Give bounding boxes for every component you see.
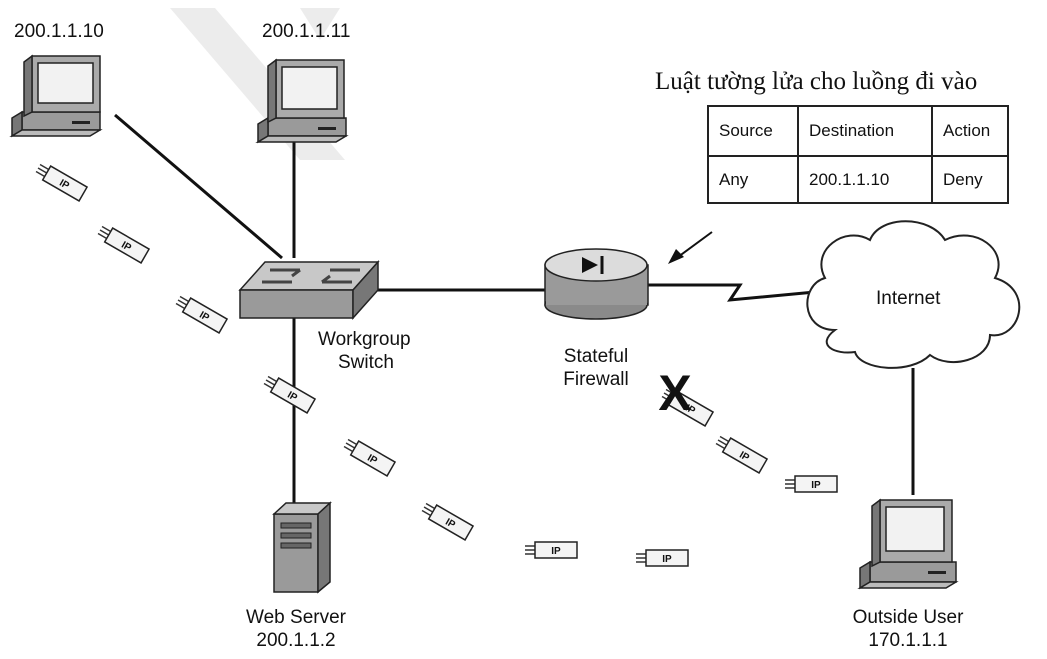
links — [114, 113, 915, 505]
rule-cell-action: Deny — [931, 155, 1009, 204]
ip-packet-label: IP — [811, 480, 821, 491]
ip-packet-icon: IP — [97, 225, 151, 264]
internet-label: Internet — [876, 288, 941, 309]
web-server-name: Web Server — [246, 607, 346, 628]
rule-table-row: Any 200.1.1.10 Deny — [707, 155, 1009, 204]
outside-user-label: Outside User 170.1.1.1 — [838, 606, 978, 652]
rule-header-destination: Destination — [797, 105, 933, 157]
switch-label-line1: Workgroup — [318, 329, 411, 350]
blocked-x-mark: X — [658, 365, 691, 421]
ip-packet-label: IP — [662, 554, 672, 565]
link-firewall-internet — [648, 283, 816, 302]
ip-packet-icon: IP — [343, 438, 397, 477]
ip-packet-icon: IP — [525, 541, 578, 559]
computer-host-b-icon — [255, 58, 349, 144]
ip-packet-icon: IP — [715, 435, 769, 474]
switch-label: Workgroup Switch — [318, 328, 411, 374]
ip-packet-icon: IP — [263, 375, 317, 414]
firewall-label-line2: Firewall — [563, 369, 629, 390]
switch-icon — [238, 260, 380, 320]
rule-title: Luật tường lửa cho luồng đi vào — [655, 68, 978, 95]
computer-outside-user-icon — [857, 498, 959, 590]
host-b-label: 200.1.1.11 — [262, 21, 351, 42]
ip-packet-icon: IP — [661, 388, 715, 427]
rule-table-header-row: Source Destination Action — [707, 105, 1009, 157]
rule-cell-source: Any — [707, 155, 799, 204]
ip-packet-icon: IP — [421, 502, 475, 541]
switch-label-line2: Switch — [338, 352, 394, 373]
ip-packet-icon: IP — [785, 475, 838, 493]
firewall-rule-table: Source Destination Action Any 200.1.1.10… — [707, 105, 1009, 204]
computer-host-a-icon — [9, 54, 103, 138]
firewall-label: Stateful Firewall — [550, 345, 642, 391]
outside-user-ip: 170.1.1.1 — [868, 630, 948, 651]
web-server-label: Web Server 200.1.1.2 — [238, 606, 354, 652]
ip-packet-icon: IP — [175, 295, 229, 334]
outside-user-name: Outside User — [852, 607, 964, 628]
rule-header-source: Source — [707, 105, 799, 157]
rule-header-action: Action — [931, 105, 1009, 157]
ip-packet-icon: IP — [35, 163, 89, 202]
web-server-ip: 200.1.1.2 — [256, 630, 336, 651]
host-a-label: 200.1.1.10 — [14, 21, 104, 42]
firewall-label-line1: Stateful — [563, 346, 629, 367]
watermark-shape-2 — [300, 8, 340, 40]
rule-arrow — [668, 231, 713, 264]
ip-packet-icon: IP — [636, 549, 689, 567]
link-host-a-switch — [114, 113, 283, 260]
web-server-icon — [272, 501, 332, 594]
ip-packet-label: IP — [551, 546, 561, 557]
internet-cloud-icon — [806, 220, 1021, 369]
rule-cell-destination: 200.1.1.10 — [797, 155, 933, 204]
firewall-icon — [544, 248, 649, 320]
